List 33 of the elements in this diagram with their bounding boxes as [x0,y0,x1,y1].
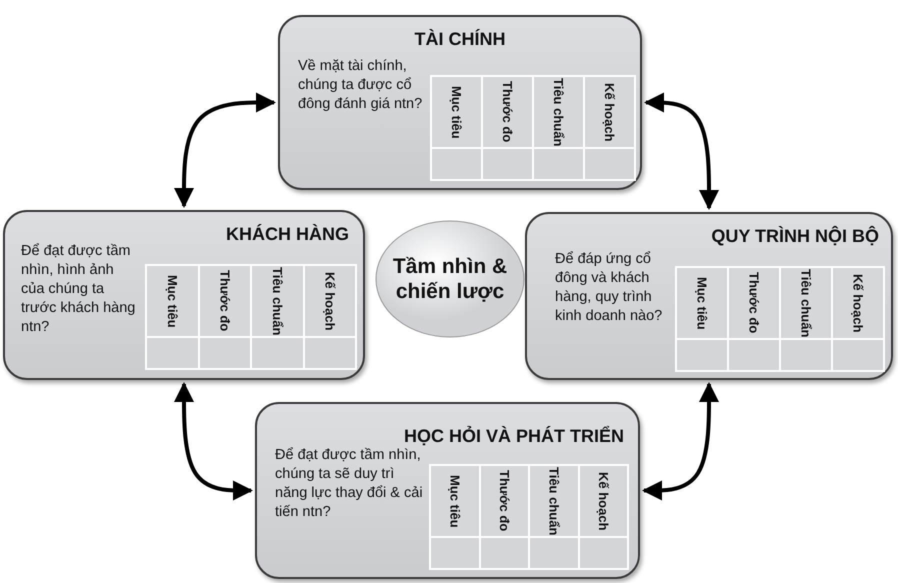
card-heading: HỌC HỎI VÀ PHÁT TRIỂN [404,426,624,447]
column-header: Mục tiêu [447,474,462,528]
curved-arrow [642,382,719,500]
question-text: Để đạt được tầm nhìn, chúng ta sẽ duy trì năng lực thay đổi & cải tiến ntn? [275,446,424,522]
column-header: Mục tiêu [449,86,464,138]
perspective-card [525,212,893,380]
question-text: Để đạt được tầm nhìn, hình ảnh của chúng ta trước khách hàng ntn? [21,242,136,337]
column-header: Kế hoạch [850,274,866,332]
card-heading: KHÁCH HÀNG [226,224,349,245]
column-header: Thước đo [217,270,232,332]
column-header: Kế hoạch [596,472,611,530]
column-header: Tiêu chuẩn [551,78,566,146]
column-header: Tiêu chuẩn [270,266,285,336]
curved-arrow [644,92,719,210]
question-text: Để đáp ứng cổ đông và khách hàng, quy trình kinh doanh nào? [555,250,664,326]
column-header: Tiêu chuẩn [798,268,814,338]
perspective-card [3,210,365,380]
column-header: Thước đo [746,272,762,334]
center-text: Tầm nhìn & chiến lược [392,254,508,304]
column-header: Kế hoạch [322,272,338,330]
curved-arrow [174,92,276,208]
question-text: Về mặt tài chính, chúng ta được cổ đông đánh giá ntn? [298,57,424,114]
column-header: Tiêu chuẩn [546,466,562,536]
perspective-card [255,402,640,579]
column-header: Kế hoạch [602,82,617,142]
column-header: Thước đo [500,81,515,143]
column-header: Thước đo [496,470,512,532]
column-header: Mục tiêu [164,274,180,328]
perspective-card [278,15,642,190]
column-header: Mục tiêu [694,276,710,330]
card-heading: QUY TRÌNH NỘI BỘ [711,226,879,247]
card-heading: TÀI CHÍNH [414,29,506,50]
curved-arrow [174,382,253,500]
